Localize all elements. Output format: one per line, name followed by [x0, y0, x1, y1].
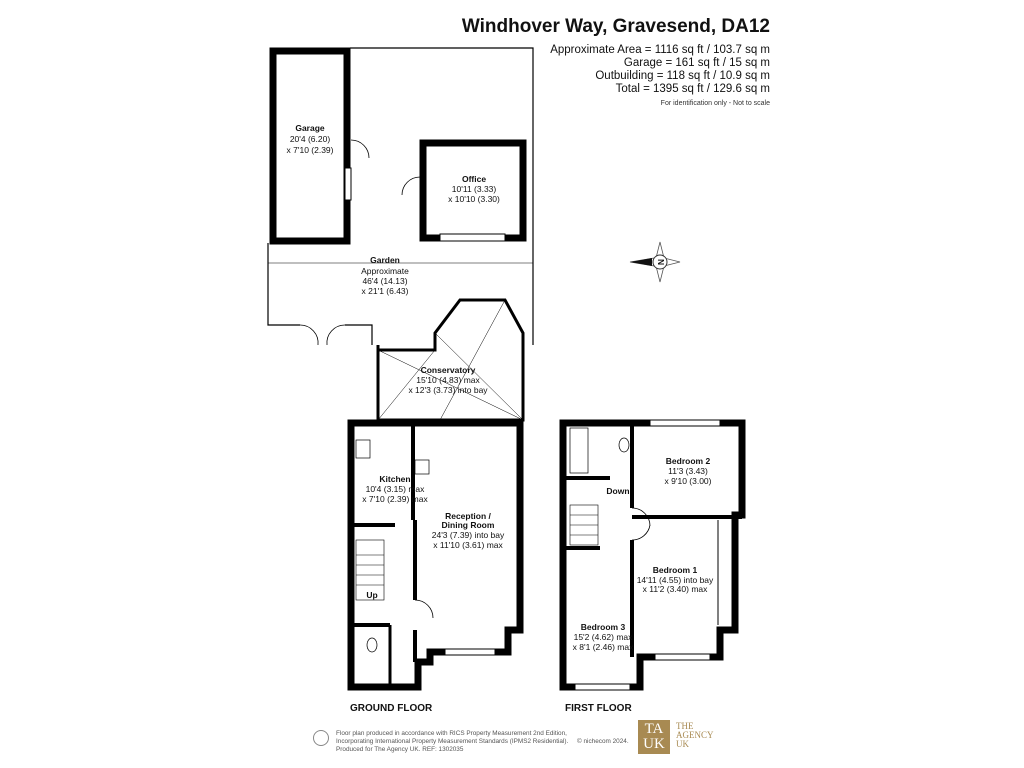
room-name: Bedroom 1	[653, 565, 698, 575]
room-dimension: 46'4 (14.13)	[362, 276, 407, 286]
room-name: Conservatory	[421, 365, 476, 375]
compass-icon: N	[629, 241, 681, 283]
garden-label: Garden Approximate 46'4 (14.13) x 21'1 (…	[361, 255, 409, 296]
room-dimension: 20'4 (6.20)	[290, 134, 331, 144]
room-name: Kitchen	[379, 474, 410, 484]
person-icon	[313, 730, 329, 746]
room-dimension: x 8'1 (2.46) max	[573, 642, 634, 652]
room-name: Dining Room	[442, 520, 495, 530]
room-dimension: 10'11 (3.33)	[452, 184, 497, 194]
room-dimension: x 11'2 (3.40) max	[643, 584, 709, 594]
copyright: © nichecom 2024.	[577, 738, 629, 745]
toilet-icon	[618, 437, 630, 453]
area-line: Approximate Area = 1116 sq ft / 103.7 sq…	[550, 44, 770, 56]
garden-boundary	[345, 324, 373, 345]
hob-icon	[414, 459, 430, 475]
office-label: Office 10'11 (3.33) x 10'10 (3.30)	[448, 174, 500, 204]
bedroom2-label: Bedroom 2 11'3 (3.43) x 9'10 (3.00)	[665, 456, 712, 486]
stairs-first	[569, 504, 599, 546]
room-dimension: 15'10 (4.83) max	[416, 375, 480, 385]
garage-label: Garage 20'4 (6.20) x 7'10 (2.39)	[287, 123, 334, 155]
stairs-down-label: Down	[606, 486, 629, 496]
room-name: Bedroom 2	[666, 456, 711, 466]
room-note: Approximate	[361, 266, 409, 276]
room-dimension: x 11'10 (3.61) max	[433, 540, 503, 550]
area-line: Outbuilding = 118 sq ft / 10.9 sq m	[595, 70, 770, 82]
ground-floor-label: GROUND FLOOR	[350, 703, 433, 714]
first-floor-label: FIRST FLOOR	[565, 703, 632, 714]
scale-note: For identification only - Not to scale	[660, 100, 770, 107]
footer-line: Floor plan produced in accordance with R…	[336, 730, 567, 737]
stairs-up-label: Up	[366, 590, 377, 600]
bath-icon	[569, 427, 589, 474]
conservatory-walls	[376, 298, 525, 422]
room-dimension: x 7'10 (2.39) max	[362, 494, 428, 504]
area-line: Garage = 161 sq ft / 15 sq m	[623, 57, 770, 69]
room-name: Bedroom 3	[581, 622, 626, 632]
room-name: Office	[462, 174, 486, 184]
conservatory-label: Conservatory 15'10 (4.83) max x 12'3 (3.…	[408, 365, 488, 395]
bedroom1-label: Bedroom 1 14'11 (4.55) into bay x 11'2 (…	[637, 565, 714, 594]
room-dimension: 10'4 (3.15) max	[366, 484, 426, 494]
room-name: Garage	[295, 123, 325, 133]
room-dimension: x 7'10 (2.39)	[287, 145, 334, 155]
area-summary: Approximate Area = 1116 sq ft / 103.7 sq…	[550, 44, 770, 96]
room-dimension: 11'3 (3.43)	[668, 466, 708, 476]
room-dimension: x 9'10 (3.00)	[665, 476, 712, 486]
room-dimension: x 12'3 (3.73) into bay	[408, 385, 488, 395]
room-name: Reception /	[445, 511, 491, 521]
kitchen-label: Kitchen 10'4 (3.15) max x 7'10 (2.39) ma…	[362, 474, 428, 504]
footer-disclaimer: Floor plan produced in accordance with R…	[336, 730, 568, 754]
toilet-icon	[366, 637, 378, 653]
room-dimension: x 10'10 (3.30)	[448, 194, 500, 204]
stairs-ground	[355, 539, 385, 601]
sink-icon	[355, 439, 371, 459]
property-title: Windhover Way, Gravesend, DA12	[461, 16, 770, 37]
door-swing	[401, 176, 421, 196]
area-line: Total = 1395 sq ft / 129.6 sq m	[615, 83, 770, 95]
reception-label: Reception / Dining Room 24'3 (7.39) into…	[432, 511, 505, 550]
footer-line: Produced for The Agency UK. REF: 1302035	[336, 746, 464, 753]
room-dimension: x 21'1 (6.43)	[362, 286, 409, 296]
garage-walls	[269, 47, 351, 245]
bedroom3-label: Bedroom 3 15'2 (4.62) max x 8'1 (2.46) m…	[573, 622, 634, 652]
room-name: Garden	[370, 255, 400, 265]
room-dimension: 14'11 (4.55) into bay	[637, 575, 714, 585]
footer-line: Incorporating International Property Mea…	[336, 738, 569, 745]
ground-floor-walls	[347, 419, 524, 691]
garden-boundary	[267, 243, 300, 326]
compass-north-label: N	[656, 259, 666, 265]
door-swing	[350, 139, 370, 159]
room-dimension: 15'2 (4.62) max	[574, 632, 634, 642]
outbuilding-boundary	[350, 47, 534, 345]
room-dimension: 24'3 (7.39) into bay	[432, 530, 505, 540]
